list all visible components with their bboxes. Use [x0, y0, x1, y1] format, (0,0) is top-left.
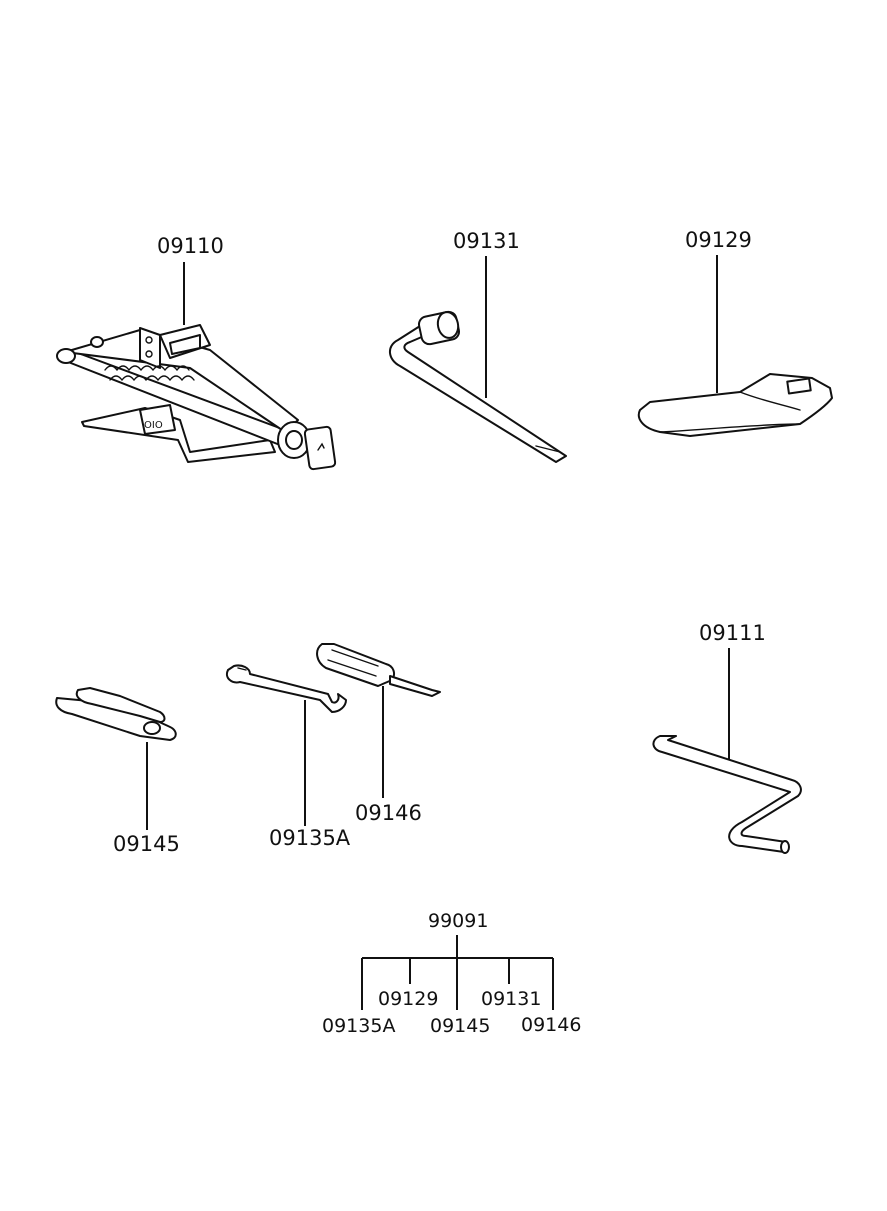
screwdriver-part-number: 09146 [355, 801, 422, 825]
pliers-part-number: 09145 [113, 832, 180, 856]
wheel-wrench-drawing [389, 310, 567, 463]
crank-drawing [652, 735, 802, 854]
crank-part-number: 09111 [699, 621, 766, 645]
svg-text:OIO: OIO [144, 420, 163, 431]
screwdriver-09146[interactable]: 09146 [316, 643, 441, 825]
scissor-jack-drawing: OIO [56, 324, 337, 471]
kit-tree-99091: 99091 09135A 09129 09145 09131 09146 [322, 910, 581, 1037]
kit-member-label: 09131 [481, 988, 541, 1010]
jack-handle-plate-09129[interactable]: 09129 [637, 228, 833, 437]
kit-member-label: 09146 [521, 1014, 581, 1036]
plate-drawing [637, 373, 833, 437]
plate-part-number: 09129 [685, 228, 752, 252]
kit-member-label: 09129 [378, 988, 438, 1010]
pliers-drawing [55, 687, 177, 741]
kit-code: 99091 [428, 910, 488, 932]
kit-member-label: 09145 [430, 1015, 490, 1037]
jack-crank-09111[interactable]: 09111 [652, 621, 802, 854]
spanner-drawing [226, 664, 347, 713]
wheel-wrench-part-number: 09131 [453, 229, 520, 253]
pliers-09145[interactable]: 09145 [55, 687, 180, 856]
jack-part-number: 09110 [157, 234, 224, 258]
kit-member-label: 09135A [322, 1015, 395, 1037]
jack-09110[interactable]: 09110 OIO [56, 234, 337, 471]
spanner-part-number: 09135A [269, 826, 351, 850]
wheel-wrench-09131[interactable]: 09131 [389, 229, 567, 463]
spanner-09135A[interactable]: 09135A [226, 664, 351, 850]
screwdriver-drawing [316, 643, 441, 697]
